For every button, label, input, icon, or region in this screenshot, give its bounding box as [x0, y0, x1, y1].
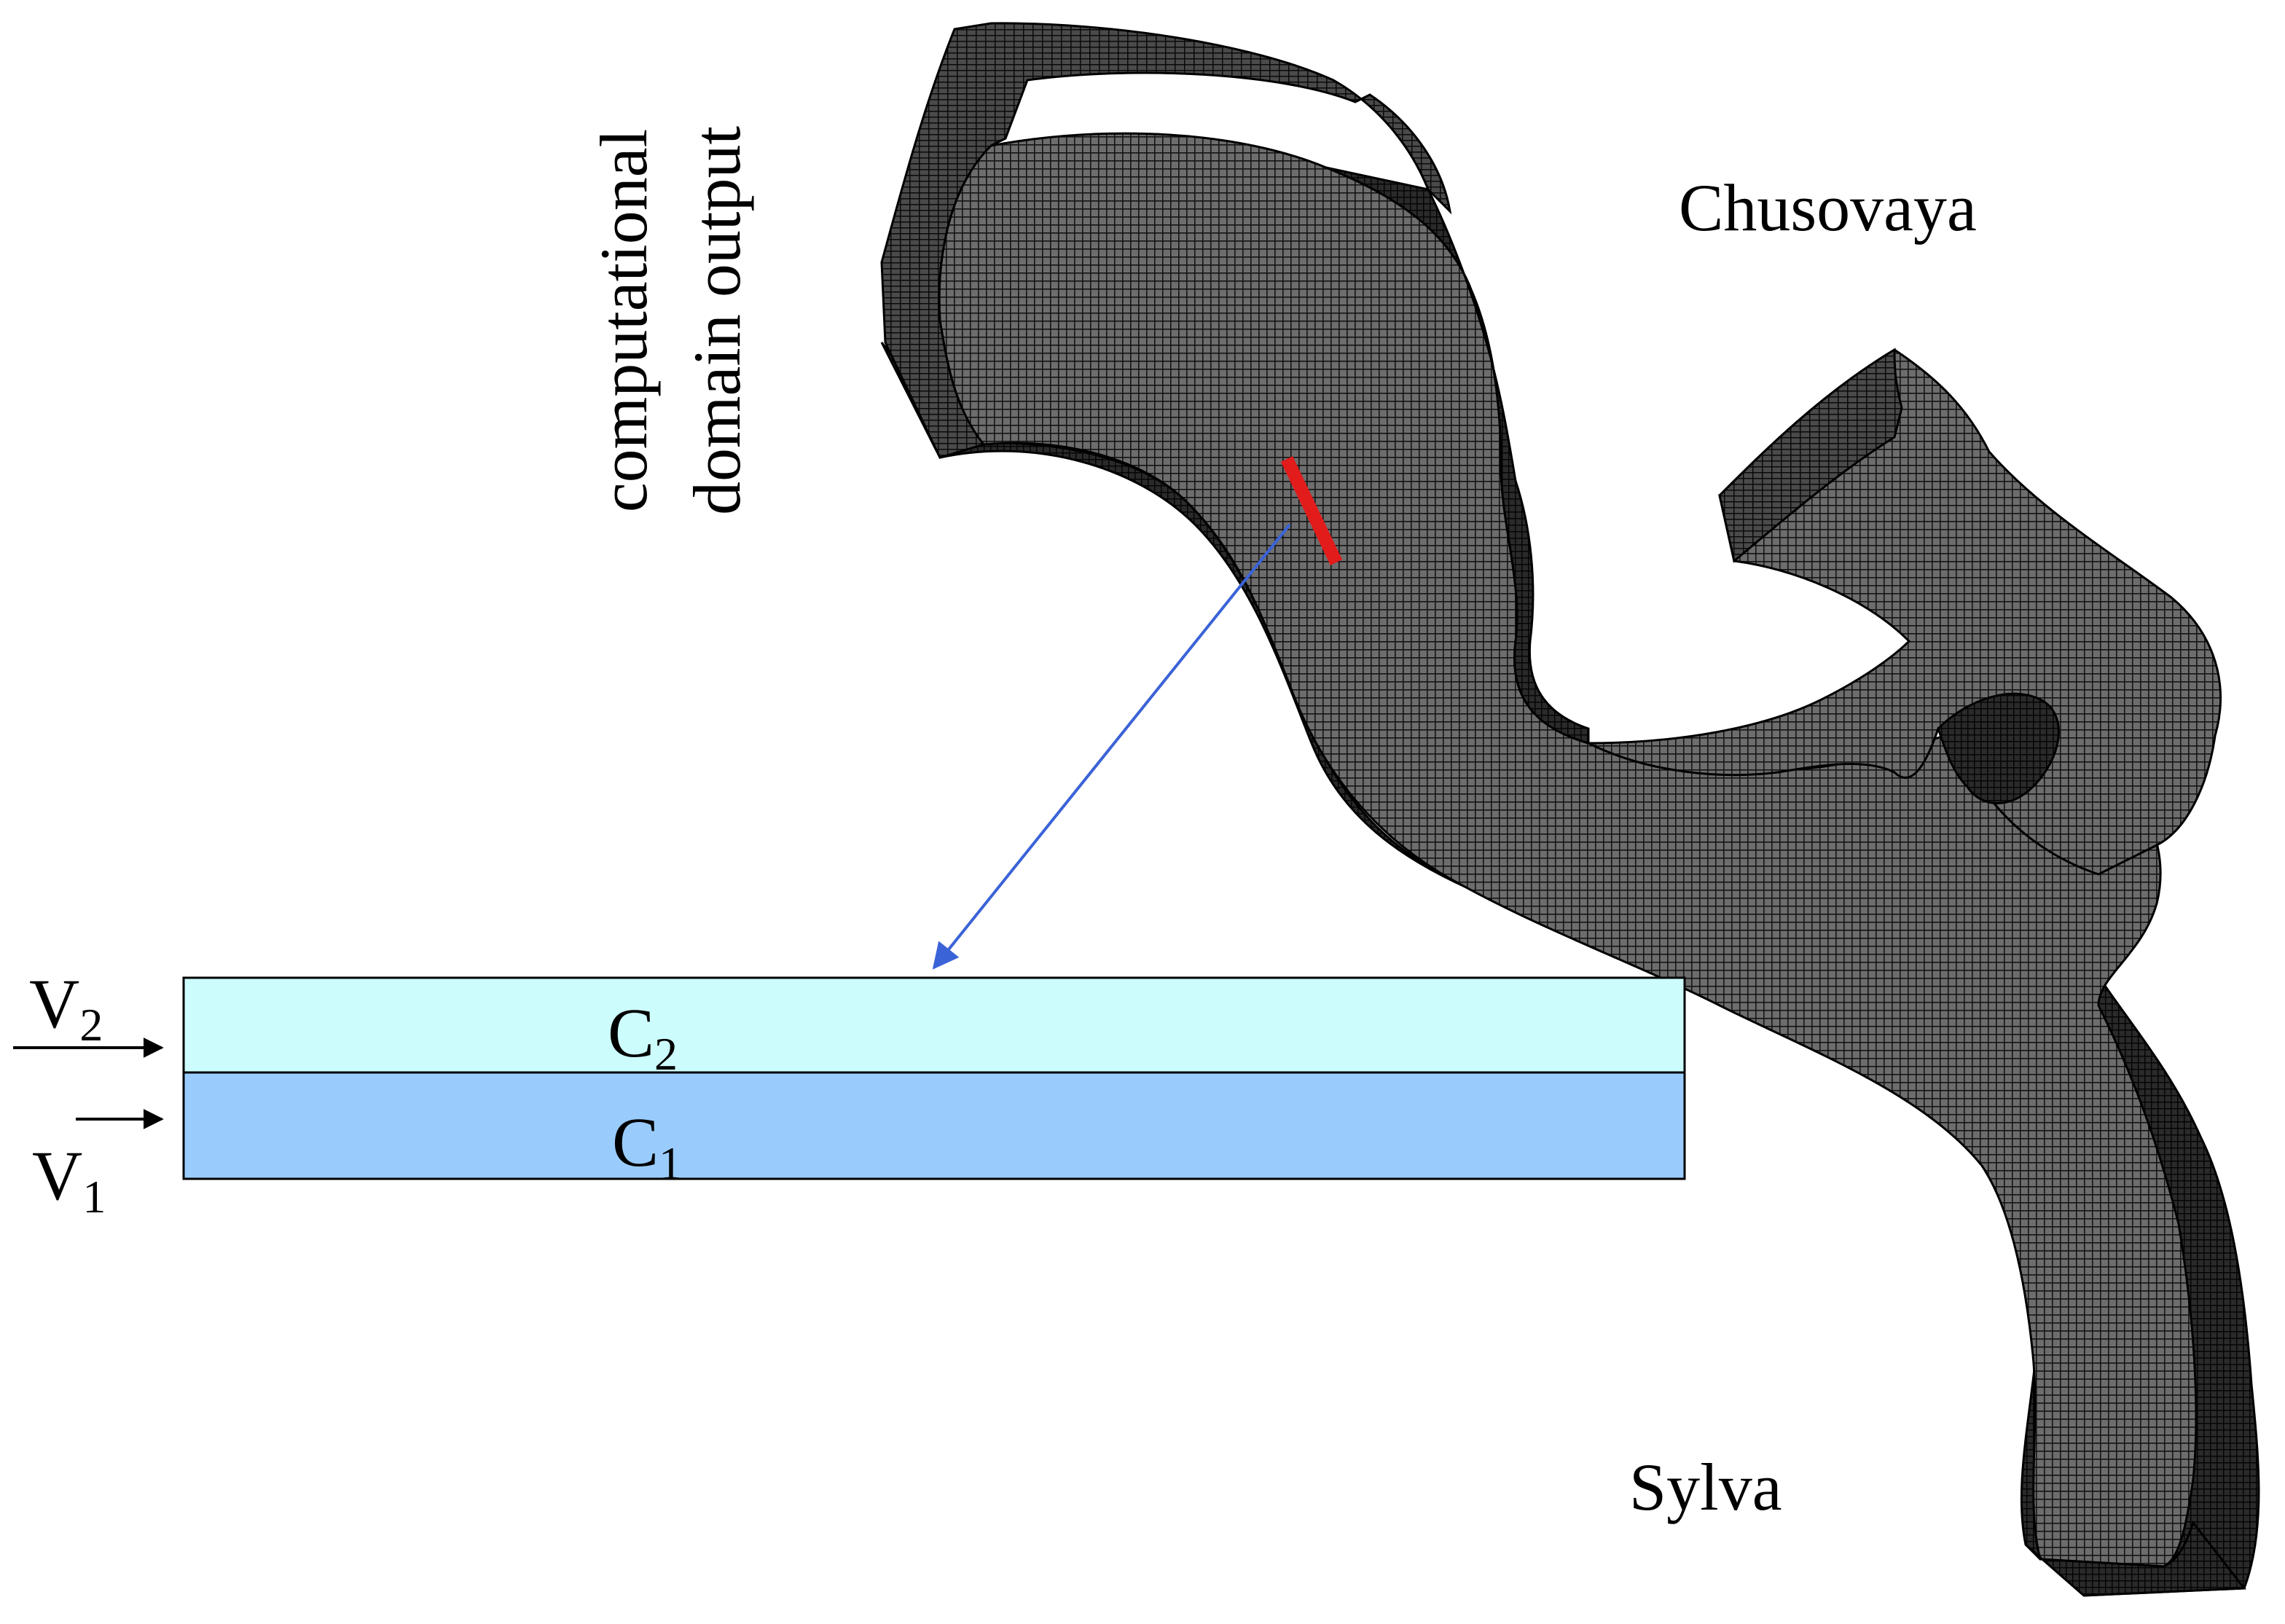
sylva-label: Sylva: [1629, 1450, 1782, 1524]
mesh-island: [1937, 692, 2060, 804]
velocity-v2-base: V: [29, 965, 80, 1043]
mesh-stem-box: [880, 22, 1452, 459]
mesh-sylva-base: [2024, 1520, 2246, 1597]
mesh-stem-wall: [1325, 166, 1590, 745]
pointer-arrow-icon: [932, 523, 1291, 970]
computational-label-line2: domain output: [680, 125, 754, 516]
velocity-v2-label: V2: [29, 969, 103, 1048]
layer-c1-rect: [182, 1071, 1686, 1180]
layer-c2-sub: 2: [654, 1027, 678, 1080]
computational-label-line1: computational: [587, 128, 661, 513]
mesh-3d-icon: [880, 22, 2260, 1597]
layer-c1-label: C1: [612, 1107, 682, 1187]
cross-section-marker-icon: [1280, 456, 1343, 565]
layer-c2-rect: [182, 976, 1686, 1074]
layer-c1-base: C: [612, 1103, 659, 1181]
layer-c2-label: C2: [608, 998, 678, 1078]
layer-c2-base: C: [608, 994, 655, 1072]
mesh-tributary-box: [1718, 348, 1903, 563]
velocity-v2-sub: 2: [79, 998, 103, 1051]
mesh-main-surface: [938, 132, 2198, 1568]
velocity-v1-sub: 1: [82, 1170, 106, 1223]
velocity-v1-base: V: [32, 1137, 83, 1215]
velocity-v1-label: V1: [32, 1141, 106, 1220]
chusovaya-label: Chusovaya: [1679, 170, 1977, 245]
layer-c1-sub: 1: [659, 1137, 683, 1189]
